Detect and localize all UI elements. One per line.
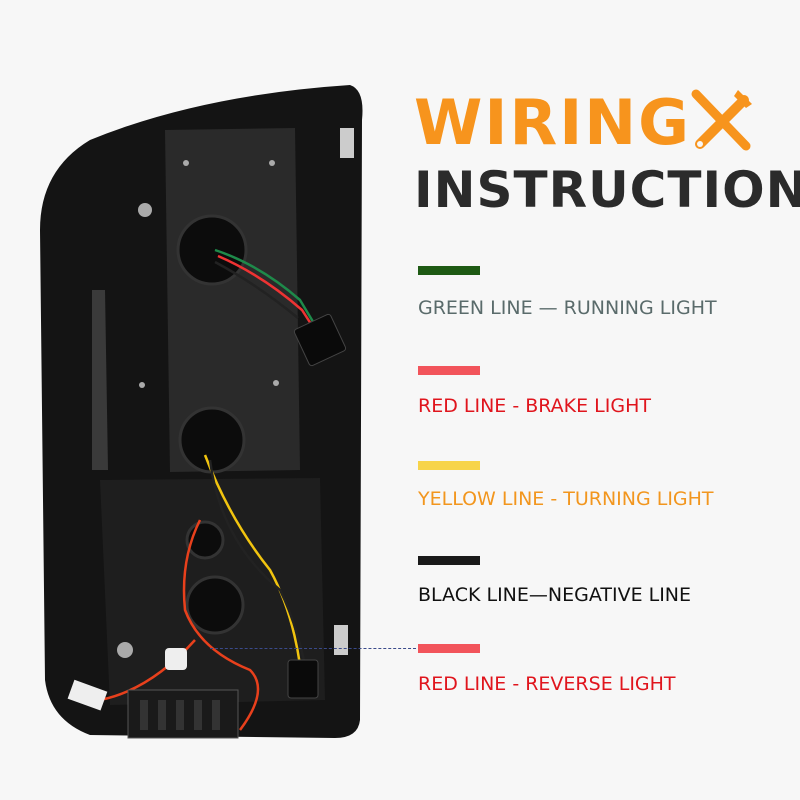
legend-label-red-brake: RED LINE - BRAKE LIGHT [418, 395, 651, 417]
white-connector-left [67, 679, 108, 711]
side-ridge [92, 290, 108, 470]
tools-icon [691, 89, 752, 151]
legend-label-black: BLACK LINE—NEGATIVE LINE [418, 584, 692, 606]
bulb-socket-top [176, 214, 248, 286]
resistor-fins [140, 700, 220, 730]
tail-light-rear-view [40, 85, 363, 739]
legend-swatch-red-reverse [418, 644, 480, 653]
legend-label-green: GREEN LINE — RUNNING LIGHT [418, 297, 717, 319]
bulb-socket-middle [178, 406, 246, 474]
mounting-bolts [117, 160, 279, 658]
title-wiring: WIRING [414, 86, 692, 159]
clip-top [340, 128, 354, 158]
legend-swatch-green [418, 266, 480, 275]
legend-swatch-red-brake [418, 366, 480, 375]
legend-label-red-reverse: RED LINE - REVERSE LIGHT [418, 673, 676, 695]
clip-bottom [334, 625, 348, 655]
title-instruction: INSTRUCTION [414, 161, 800, 219]
legend-swatch-yellow [418, 461, 480, 470]
legend-swatch-black [418, 556, 480, 565]
reverse-light-pointer [210, 648, 416, 649]
legend-label-yellow: YELLOW LINE - TURNING LIGHT [418, 488, 714, 510]
white-connector-mid [165, 648, 187, 670]
bulb-socket-reverse [185, 575, 245, 635]
connector-bottom [287, 659, 319, 699]
inner-panel [165, 128, 300, 472]
connector-top [293, 313, 347, 367]
